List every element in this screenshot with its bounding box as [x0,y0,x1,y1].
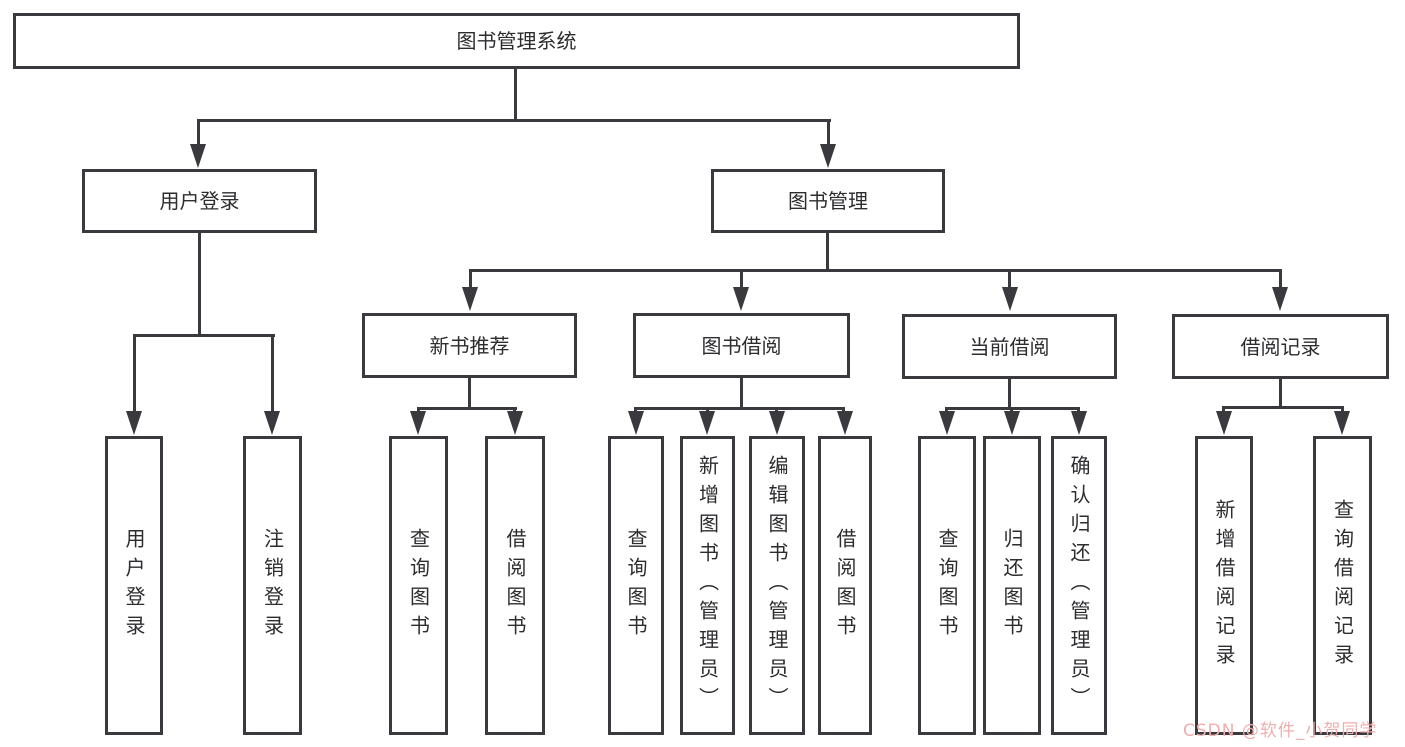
leaf-current-query-books-label: 查询图书 [935,527,959,644]
leaf-borrow-query-books-label: 查询图书 [624,527,648,644]
leaf-borrow-books-label: 借阅图书 [833,527,857,644]
arrow-down-icon [507,411,523,435]
leaf-logout: 注销登录 [243,436,302,735]
leaf-add-book-admin-label: 新增图书（管理员） [695,455,720,716]
leaf-confirm-return-admin-label: 确认归还（管理员） [1067,455,1091,716]
node-book-management-label: 图书管理 [788,189,868,213]
leaf-recommend-borrow-books: 借阅图书 [485,436,545,735]
leaf-borrow-query-books: 查询图书 [608,436,664,735]
connector-records-drop-2 [1341,406,1344,415]
arrow-down-icon [769,411,785,435]
connector-mgmt-stem [826,233,829,272]
arrow-down-icon [126,411,142,435]
node-new-book-recommend-label: 新书推荐 [429,333,510,358]
connector-user-stem [198,233,201,336]
arrow-down-icon [628,411,644,435]
connector-root-hline [197,119,831,122]
arrow-down-icon [264,411,280,435]
connector-user-hline [133,334,275,337]
connector-mgmt-hline [469,269,1282,272]
connector-user-drop-right [271,334,274,413]
leaf-return-book-label: 归还图书 [1000,527,1024,644]
leaf-edit-book-admin-label: 编辑图书（管理员） [765,455,789,716]
arrow-down-icon [733,287,749,311]
leaf-recommend-query-books-label: 查询图书 [406,527,431,644]
leaf-user-login: 用户登录 [105,436,163,735]
connector-mgmt-drop-3 [1008,269,1011,289]
connector-mgmt-drop-2 [740,269,743,289]
leaf-confirm-return-admin: 确认归还（管理员） [1051,436,1107,735]
leaf-query-borrow-record: 查询借阅记录 [1313,436,1372,735]
leaf-logout-label: 注销登录 [260,527,285,644]
leaf-user-login-label: 用户登录 [122,527,146,644]
arrow-down-icon [699,411,715,435]
arrow-down-icon [462,287,478,311]
arrow-down-icon [939,411,955,435]
arrow-down-icon [820,144,836,168]
connector-recommend-hline [417,407,517,410]
leaf-edit-book-admin: 编辑图书（管理员） [749,436,805,735]
leaf-recommend-borrow-books-label: 借阅图书 [503,527,527,644]
connector-current-stem [1008,379,1011,410]
node-current-borrow: 当前借阅 [902,314,1117,379]
arrow-down-icon [410,411,426,435]
node-book-borrow: 图书借阅 [633,313,850,378]
connector-recommend-stem [468,378,471,410]
connector-borrow-stem [740,378,743,410]
leaf-return-book: 归还图书 [983,436,1041,735]
arrow-down-icon [1002,287,1018,311]
connector-mgmt-drop-4 [1279,269,1282,289]
arrow-down-icon [1272,287,1288,311]
connector-borrow-hline [634,407,845,410]
node-borrow-records-label: 借阅记录 [1240,334,1321,359]
node-borrow-records: 借阅记录 [1172,314,1389,379]
connector-root-drop-right [827,119,830,148]
connector-records-drop-1 [1222,406,1225,415]
node-root: 图书管理系统 [13,13,1020,69]
arrow-down-icon [1071,411,1087,435]
leaf-borrow-books: 借阅图书 [818,436,872,735]
leaf-add-borrow-record-label: 新增借阅记录 [1212,498,1236,673]
connector-records-stem [1279,379,1282,409]
leaf-add-borrow-record: 新增借阅记录 [1195,436,1253,735]
arrow-down-icon [837,411,853,435]
leaf-add-book-admin: 新增图书（管理员） [680,436,735,735]
node-user-login-label: 用户登录 [159,189,240,213]
arrow-down-icon [1216,411,1232,435]
leaf-query-borrow-record-label: 查询借阅记录 [1330,498,1355,673]
node-book-borrow-label: 图书借阅 [701,333,782,358]
node-new-book-recommend: 新书推荐 [362,313,577,378]
arrow-down-icon [190,144,206,168]
arrow-down-icon [1004,411,1020,435]
leaf-current-query-books: 查询图书 [918,436,976,735]
node-user-login: 用户登录 [82,169,317,233]
arrow-down-icon [1334,411,1350,435]
node-root-label: 图书管理系统 [456,29,577,53]
connector-records-hline [1222,406,1344,409]
node-book-management: 图书管理 [711,169,945,233]
leaf-recommend-query-books: 查询图书 [389,436,448,735]
connector-root-stem [514,68,517,122]
node-current-borrow-label: 当前借阅 [969,334,1050,359]
connector-user-drop-left [133,334,136,413]
connector-root-drop-left [197,119,200,148]
watermark: CSDN @软件_小贺同学 [1183,721,1378,741]
connector-mgmt-drop-1 [469,269,472,289]
